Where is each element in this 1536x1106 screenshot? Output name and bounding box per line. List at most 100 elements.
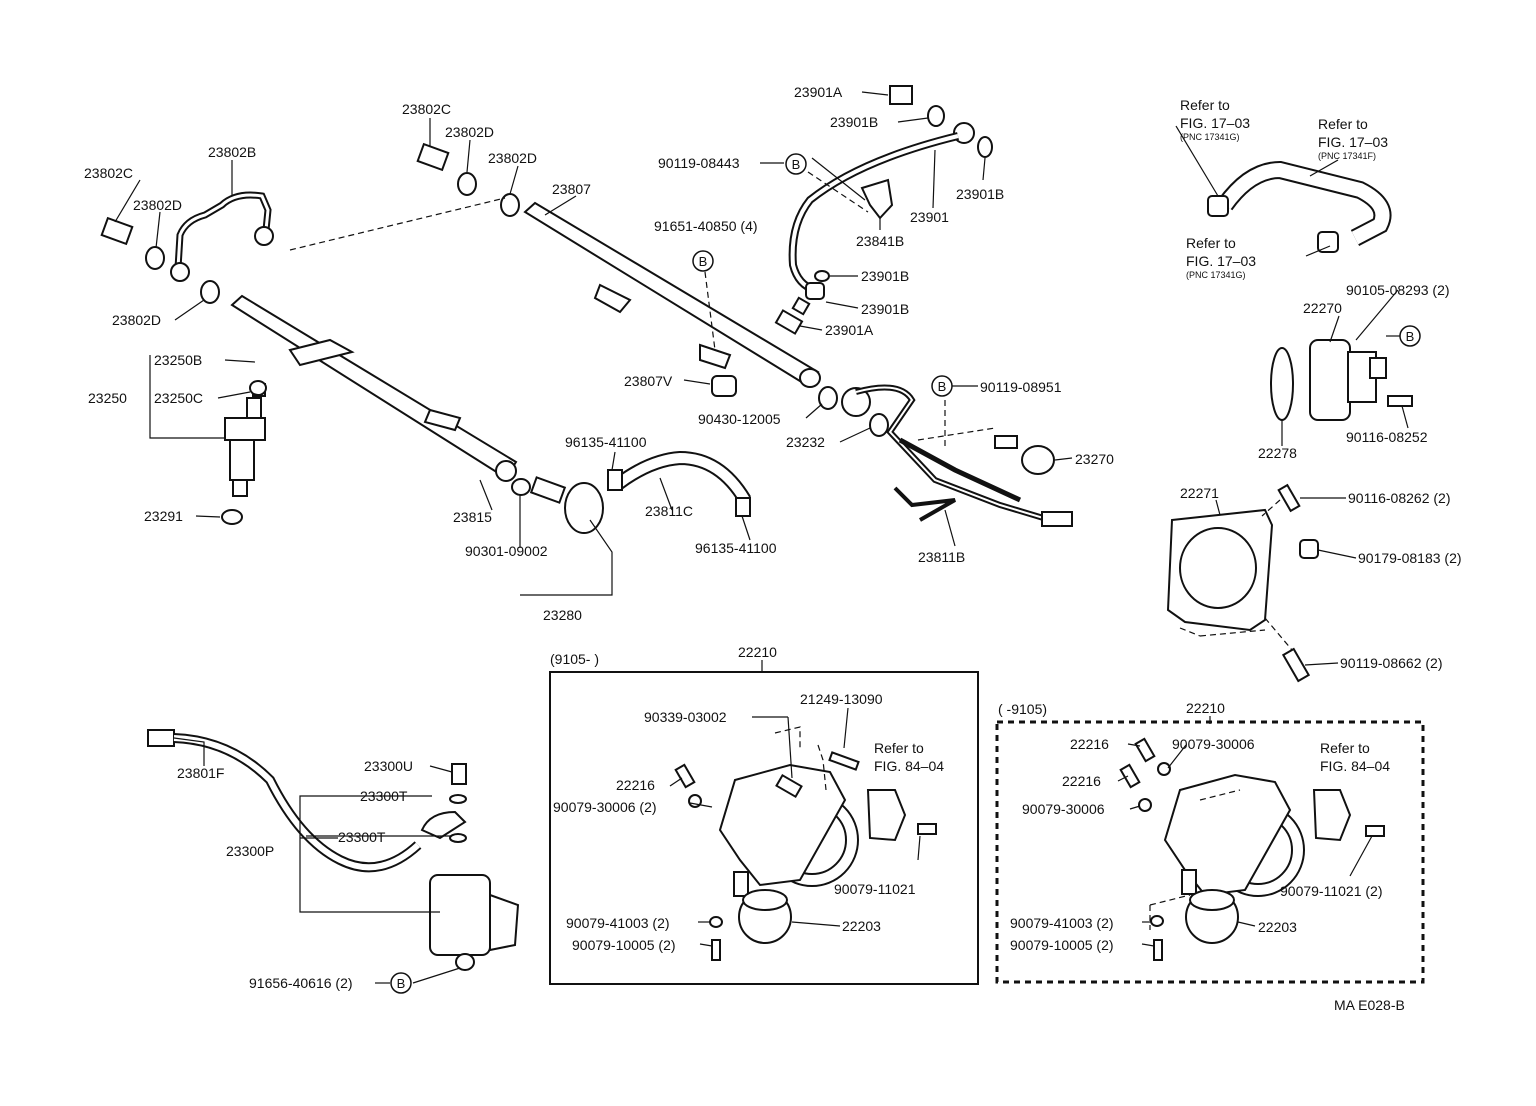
gasket-23300T-b	[449, 833, 467, 843]
delivery-pipe-23815	[230, 294, 518, 480]
refer-note-17341G-b: Refer to FIG. 17–03 (PNC 17341G)	[1186, 235, 1256, 280]
label-23802B: 23802B	[208, 144, 256, 160]
label-90116-08252: 90116-08252	[1346, 429, 1428, 445]
label-23280: 23280	[543, 607, 582, 623]
label-23802D-c: 23802D	[445, 124, 494, 140]
tps-ref-84-04-a	[866, 789, 907, 842]
label-90119-08662: 90119-08662 (2)	[1340, 655, 1442, 671]
gasket-23901B-b	[977, 136, 993, 158]
cushion-23250C	[249, 380, 267, 396]
label-23300P: 23300P	[226, 843, 274, 859]
label-23811B: 23811B	[918, 549, 965, 565]
label-22270: 22270	[1303, 300, 1342, 316]
bolt-90079-11021-b	[1365, 825, 1385, 837]
svg-text:B: B	[1406, 329, 1415, 344]
label-23300T-a: 23300T	[360, 788, 408, 804]
refer-note-84-04-b: Refer to FIG. 84–04	[1320, 740, 1390, 774]
gasket-23802D-left	[145, 246, 165, 270]
label-23807V: 23807V	[624, 373, 673, 389]
label-b2-22216-b: 22216	[1062, 773, 1101, 789]
label-23901B-d: 23901B	[861, 301, 909, 317]
tps-ref-84-04-b	[1312, 789, 1352, 842]
label-23802C-a: 23802C	[84, 165, 133, 181]
nut-90179	[1299, 539, 1319, 559]
label-23300U: 23300U	[364, 758, 413, 774]
label-90119-08951: 90119-08951	[980, 379, 1062, 395]
label-box2-date: ( -9105)	[998, 701, 1047, 717]
union-bolt-23802C-upper	[416, 142, 450, 172]
svg-text:Refer to: Refer to	[874, 740, 924, 756]
label-b1-21249: 21249-13090	[800, 691, 883, 707]
svg-text:B: B	[938, 379, 947, 394]
callout-b-3: B	[931, 375, 953, 397]
label-b1-90079-11021: 90079-11021	[834, 881, 916, 897]
svg-text:(PNC 17341G): (PNC 17341G)	[1186, 270, 1246, 280]
label-b2-90079-41003: 90079-41003 (2)	[1010, 915, 1114, 931]
svg-text:B: B	[792, 157, 801, 172]
label-23250C: 23250C	[154, 390, 203, 406]
gasket-23802D-upper-a	[457, 172, 477, 196]
union-bolt-23901A-bottom	[774, 309, 804, 335]
label-box1-22210: 22210	[738, 644, 777, 660]
bolt-90079-11021	[917, 823, 937, 835]
label-90430: 90430-12005	[698, 411, 781, 427]
label-b1-22216: 22216	[616, 777, 655, 793]
gasket-23232	[869, 413, 889, 437]
label-23270: 23270	[1075, 451, 1114, 467]
label-23802D-a: 23802D	[133, 197, 182, 213]
o-ring-90301	[511, 478, 531, 496]
washer-90079-30006-b2	[1138, 798, 1152, 812]
label-b1-22203: 22203	[842, 918, 881, 934]
svg-text:Refer to: Refer to	[1320, 740, 1370, 756]
label-90301: 90301-09002	[465, 543, 548, 559]
leader-lines	[114, 91, 1409, 984]
svg-text:B: B	[397, 976, 406, 991]
stud-90116-08262	[1277, 483, 1301, 513]
refer-to-notes: Refer to FIG. 17–03 (PNC 17341G) Refer t…	[874, 97, 1390, 774]
bolt-23300U	[451, 763, 467, 785]
o-ring-23291	[221, 509, 243, 525]
label-b1-90339: 90339-03002	[644, 709, 727, 725]
label-22271: 22271	[1180, 485, 1219, 501]
label-b1-90079-10005: 90079-10005 (2)	[572, 937, 676, 953]
gasket-23300T-a	[449, 794, 467, 804]
label-23901B-b: 23901B	[956, 186, 1004, 202]
screw-90079-10005	[711, 939, 721, 961]
callout-b-5: B	[390, 972, 412, 994]
label-b2-22203: 22203	[1258, 919, 1297, 935]
screw-21249	[828, 751, 860, 771]
callout-b-1: B	[785, 153, 807, 175]
washer-90079-41003	[709, 916, 723, 928]
svg-text:FIG. 17–03: FIG. 17–03	[1180, 115, 1250, 131]
label-90116-08262: 90116-08262 (2)	[1348, 490, 1450, 506]
label-23802D-d: 23802D	[488, 150, 537, 166]
refer-note-17341F: Refer to FIG. 17–03 (PNC 17341F)	[1318, 116, 1388, 161]
label-96135-b: 96135-41100	[695, 540, 777, 556]
screw-22216-b1	[1134, 737, 1156, 763]
gasket-90430	[818, 386, 838, 410]
clip-96135-a	[607, 469, 623, 491]
label-drawing-code: MA E028-B	[1334, 997, 1405, 1013]
label-23250B: 23250B	[154, 352, 202, 368]
box-22210-until-9105	[995, 720, 1425, 984]
svg-text:Refer to: Refer to	[1186, 235, 1236, 251]
injector-23250	[224, 417, 266, 441]
label-b2-90079-30006-a: 90079-30006	[1172, 736, 1255, 752]
label-91651: 91651-40850 (4)	[654, 218, 758, 234]
part-labels: 23802C 23802D 23802D 23802B 23802C 23802…	[84, 84, 1462, 1013]
isc-valve-22270	[1309, 339, 1351, 421]
label-box2-22210: 22210	[1186, 700, 1225, 716]
svg-text:FIG. 84–04: FIG. 84–04	[874, 758, 944, 774]
label-23901A-a: 23901A	[794, 84, 843, 100]
svg-text:B: B	[699, 254, 708, 269]
screw-22216-b2	[1119, 763, 1141, 789]
clip-96135-b	[735, 497, 751, 517]
label-90105: 90105-08293 (2)	[1346, 282, 1450, 298]
clip-17341G-a	[1207, 195, 1229, 217]
svg-text:Refer to: Refer to	[1180, 97, 1230, 113]
union-bolt-23802C-left	[100, 216, 134, 246]
label-b2-90079-11021: 90079-11021 (2)	[1280, 883, 1382, 899]
label-96135-a: 96135-41100	[565, 434, 647, 450]
gasket-23802D-mid	[200, 280, 220, 304]
